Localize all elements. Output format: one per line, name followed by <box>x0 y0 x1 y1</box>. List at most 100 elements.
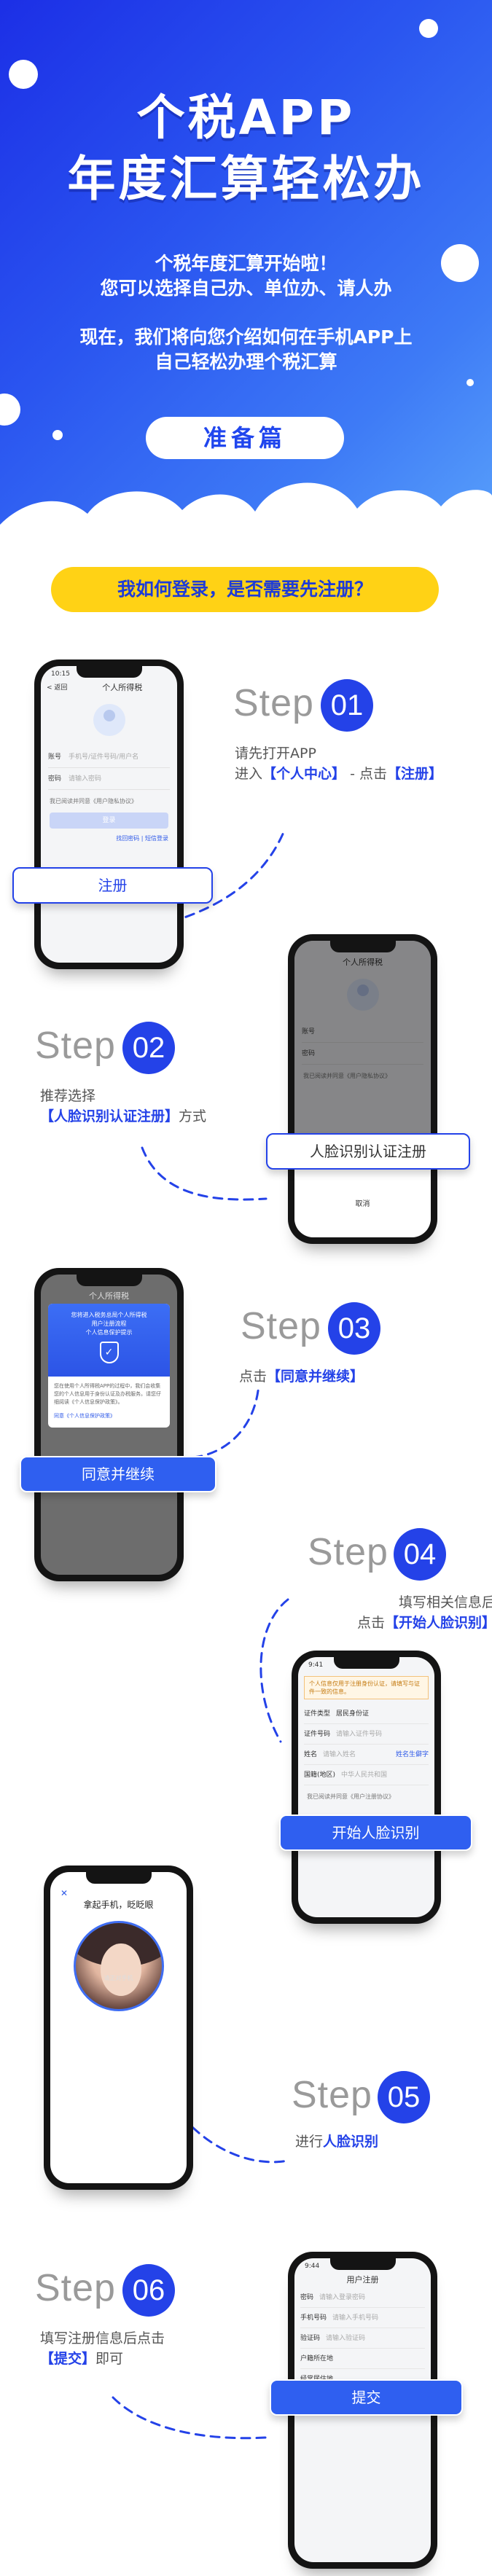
dialog-title-line: 用户注册流程 <box>91 1320 127 1327</box>
avatar-icon <box>346 979 379 1011</box>
login-button[interactable]: 登录 <box>50 813 168 829</box>
field-placeholder: 请输入验证码 <box>326 2335 366 2342</box>
privacy-link[interactable]: 同意《个人信息保护政策》 <box>54 1413 115 1419</box>
app-title: 用户注册 <box>346 2275 379 2285</box>
field-value: 居民身份证 <box>336 1710 370 1718</box>
agree-checkbox[interactable]: 我已阅读并同意《用户注册协议》 <box>307 1793 394 1800</box>
status-bar: 9:44 <box>305 2263 320 2270</box>
phone-notch <box>333 1657 399 1669</box>
back-link[interactable]: < 返回 <box>47 684 68 692</box>
agree-checkbox[interactable]: 我已阅读并同意《用户隐私协议》 <box>303 1073 391 1079</box>
dashed-arc <box>192 1383 260 1459</box>
privacy-dialog: 您将进入税务总局个人所得税 用户注册流程 个人信息保护提示 ✓ 您在使用个人所得… <box>48 1304 170 1428</box>
field-placeholder: 请输入登录密码 <box>319 2294 366 2301</box>
decor-dot <box>466 379 474 386</box>
phone-screen: ✕ 拿起手机，眨眨眼 请正对手机 <box>50 1872 187 2183</box>
field-label: 密码 <box>300 2294 314 2301</box>
account-field[interactable]: 账号手机号/证件号码/用户名 <box>48 746 170 768</box>
cloud-shape <box>0 482 492 554</box>
field-placeholder: 请输入密码 <box>69 775 102 783</box>
password-field[interactable]: 密码请输入密码 <box>48 768 170 790</box>
face-register-button[interactable]: 人脸识别认证注册 <box>266 1133 470 1170</box>
step-description: 进行人脸识别 <box>295 2131 378 2152</box>
dialog-title-line: 您将进入税务总局个人所得税 <box>71 1312 147 1318</box>
shield-icon: ✓ <box>99 1342 119 1363</box>
step-desc-line: 点击【开始人脸识别】 <box>321 1613 492 1633</box>
password-field[interactable]: 密码请输入登录密码 <box>300 2287 425 2308</box>
desc-highlight: 人脸识别 <box>323 2134 379 2150</box>
phone-step4: 9:41 个人信息仅用于注册身份认证，请填写与证件一致的信息。 证件类型居民身份… <box>292 1651 441 1924</box>
desc-text: 方式 <box>179 1108 207 1124</box>
step-description: 请先打开APP 进入【个人中心】 - 点击【注册】 <box>235 743 442 784</box>
id-number-field[interactable]: 证件号码请输入证件号码 <box>304 1724 429 1745</box>
account-field[interactable]: 账号 <box>302 1021 423 1043</box>
step-label: Step <box>233 682 314 724</box>
rare-char-link[interactable]: 姓名生僻字 <box>395 1751 429 1758</box>
status-bar: 9:41 <box>308 1661 324 1669</box>
field-placeholder: 请输入手机号码 <box>332 2314 379 2322</box>
desc-text: 点击 <box>356 1615 385 1631</box>
step-desc-line: 填写注册信息后点击 <box>40 2330 165 2346</box>
app-title: 个人所得税 <box>102 683 143 692</box>
register-button[interactable]: 注册 <box>12 867 213 904</box>
status-bar: 10:15 <box>51 670 70 678</box>
field-label: 姓名 <box>304 1751 318 1758</box>
field-label: 证件号码 <box>304 1731 331 1738</box>
hukou-field[interactable]: 户籍所在地 <box>300 2349 425 2369</box>
phone-field[interactable]: 手机号码请输入手机号码 <box>300 2308 425 2328</box>
desc-highlight: 【个人中心】 <box>262 766 346 782</box>
phone-notch <box>85 1872 152 1884</box>
hero-detail-line1: 现在，我们将向您介绍如何在手机APP上 <box>79 326 413 348</box>
desc-text: 进入 <box>235 766 263 782</box>
dialog-body: 您在使用个人所得税APP的过程中，我们会收集您的个人信息用于身份认证及办税服务。… <box>54 1383 161 1405</box>
nationality-field[interactable]: 国籍(地区)中华人民共和国 <box>304 1765 429 1785</box>
avatar-icon <box>93 704 125 736</box>
desc-text: 即可 <box>95 2351 124 2367</box>
step-desc-line: 点击【同意并继续】 <box>239 1366 364 1387</box>
agree-checkbox[interactable]: 我已阅读并同意《用户隐私协议》 <box>50 798 137 804</box>
id-type-field[interactable]: 证件类型居民身份证 <box>304 1704 429 1724</box>
step-description: 点击【同意并继续】 <box>239 1366 364 1387</box>
step-label: Step <box>308 1531 388 1573</box>
decor-dot <box>9 60 38 89</box>
dashed-arc <box>141 1146 268 1201</box>
agree-continue-button[interactable]: 同意并继续 <box>20 1456 216 1492</box>
app-title: 个人所得税 <box>343 958 383 967</box>
hero-intro-line2: 您可以选择自己办、单位办、请人办 <box>100 278 392 299</box>
step-label: Step <box>35 1025 116 1067</box>
field-label: 手机号码 <box>300 2314 327 2322</box>
name-field[interactable]: 姓名请输入姓名姓名生僻字 <box>304 1745 429 1765</box>
login-links[interactable]: 找回密码 | 短信登录 <box>116 835 168 842</box>
cancel-option[interactable]: 取消 <box>355 1200 370 1208</box>
step-number: 01 <box>321 679 373 732</box>
face-scan-ring: 请正对手机 <box>73 1921 164 2011</box>
password-field[interactable]: 密码 <box>302 1043 423 1065</box>
hero-title-line1: 个税APP <box>136 90 356 146</box>
submit-button[interactable]: 提交 <box>270 2379 463 2416</box>
step-desc-line: 进入【个人中心】 - 点击【注册】 <box>235 764 442 784</box>
desc-highlight: 【提交】 <box>40 2351 96 2367</box>
phone-screen: 9:41 个人信息仅用于注册身份认证，请填写与证件一致的信息。 证件类型居民身份… <box>298 1657 434 1917</box>
desc-highlight: 【同意并继续】 <box>267 1369 364 1385</box>
field-label: 验证码 <box>300 2335 321 2342</box>
prep-pill: 准备篇 <box>146 417 344 459</box>
app-nav-bar: < 返回 个人所得税 <box>41 681 177 695</box>
phone-notch <box>329 2258 396 2270</box>
step-description: 推荐选择 【人脸识别认证注册】方式 <box>40 1086 206 1127</box>
face-tip: 请正对手机 <box>104 1975 133 1981</box>
close-icon[interactable]: ✕ <box>60 1888 69 1898</box>
hero-intro-line1: 个税年度汇算开始啦！ <box>155 253 337 274</box>
code-field[interactable]: 验证码请输入验证码 <box>300 2328 425 2349</box>
phone-screen: 个人所得税 账号 密码 我已阅读并同意《用户隐私协议》 取消 <box>294 941 431 1237</box>
desc-text: 进行 <box>295 2134 324 2150</box>
desc-highlight: 【注册】 <box>386 766 442 782</box>
step-label: Step <box>292 2074 372 2116</box>
step-number: 03 <box>328 1302 380 1355</box>
step-number: 05 <box>378 2071 430 2123</box>
phone-notch <box>329 941 396 952</box>
desc-text: 点击 <box>239 1369 268 1385</box>
start-face-button[interactable]: 开始人脸识别 <box>279 1814 472 1851</box>
step-desc-line: 推荐选择 <box>40 1088 96 1104</box>
step-number: 04 <box>394 1528 446 1581</box>
step-desc-line: 填写相关信息后 <box>398 1594 492 1610</box>
